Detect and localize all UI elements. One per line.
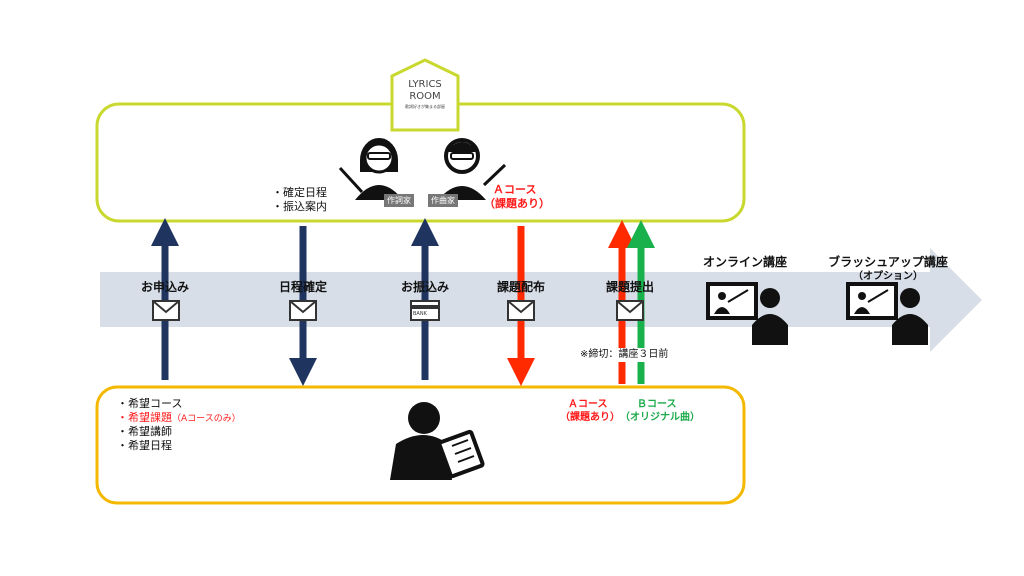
lyricist-teacher-icon — [338, 138, 403, 200]
brushup-course-label: ブラッシュアップ講座 — [828, 255, 948, 269]
top-course-a: Ａコース — [493, 183, 537, 196]
bottom-course-b-note: （オリジナル曲） — [620, 412, 700, 423]
step-submit: 課題提出 — [605, 280, 655, 294]
top-note-2: ・振込案内 — [272, 200, 327, 213]
step-apply: お申込み — [140, 280, 190, 294]
bank-card-icon — [410, 300, 440, 321]
envelope-icon — [507, 300, 535, 321]
logo-tagline: 歌詞好きが集まる部屋 — [405, 104, 445, 109]
bottom-course-b: Ｂコース — [637, 399, 677, 410]
bank-card-text: BANK — [413, 311, 427, 317]
envelope-icon — [616, 300, 644, 321]
composer-tag: 作曲家 — [428, 194, 458, 207]
bottom-item-course: ・希望コース — [117, 397, 183, 410]
bottom-item-teacher: ・希望講師 — [117, 425, 172, 438]
bottom-course-a: Ａコース — [568, 399, 608, 410]
bottom-item-assignment-label: ・希望課題 — [117, 411, 172, 424]
brushup-course-icon — [846, 282, 928, 345]
top-course-a-note: （課題あり） — [484, 197, 550, 210]
logo-line2: ROOM — [409, 91, 441, 102]
step-assignment: 課題配布 — [496, 280, 546, 294]
envelope-icon — [289, 300, 317, 321]
online-course-icon — [706, 282, 788, 345]
bottom-item-assignment-note: （Aコースのみ） — [172, 414, 241, 424]
lyrics-room-logo — [390, 58, 460, 132]
online-course-label: オンライン講座 — [702, 255, 788, 269]
envelope-icon — [152, 300, 180, 321]
deadline-note: ※締切：講座３日前 — [580, 348, 669, 362]
bottom-item-date: ・希望日程 — [117, 439, 172, 452]
step-schedule: 日程確定 — [278, 280, 328, 294]
applicant-box — [95, 385, 746, 505]
bottom-item-assignment: ・希望課題（Aコースのみ） — [117, 411, 241, 426]
brushup-option-label: （オプション） — [853, 271, 923, 282]
top-note-1: ・確定日程 — [272, 186, 327, 199]
bottom-course-a-note: （課題あり） — [560, 412, 620, 423]
logo-text: LYRICS ROOM 歌詞好きが集まる部屋 — [392, 79, 458, 111]
applicant-icon — [390, 402, 485, 480]
step-payment: お振込み — [400, 280, 450, 294]
lyricist-tag: 作詞家 — [384, 194, 414, 207]
logo-line1: LYRICS — [408, 79, 442, 90]
